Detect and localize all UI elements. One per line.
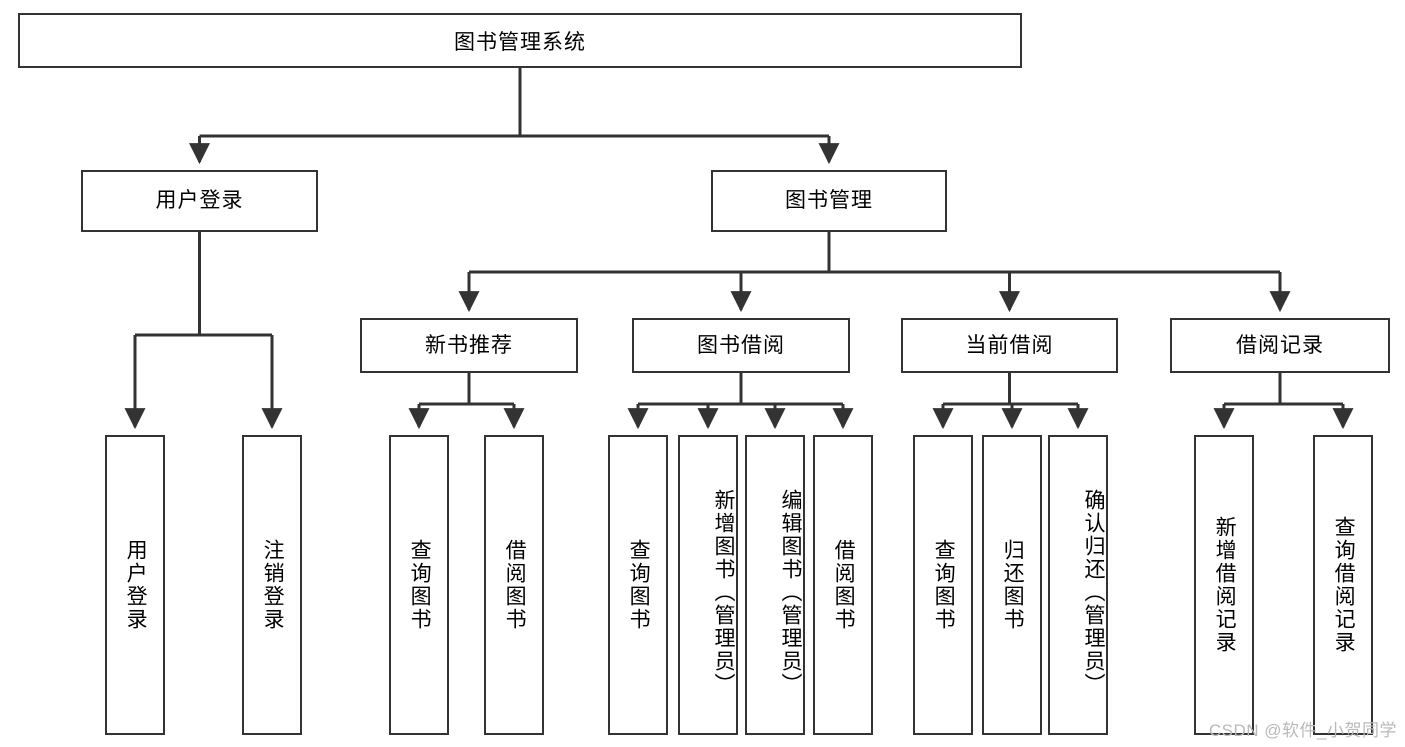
node-leaf-borrow-book-2[interactable]: 借阅图书	[813, 435, 873, 735]
node-leaf-borrow-book-1[interactable]: 借阅图书	[484, 435, 544, 735]
node-book-management-label: 图书管理	[785, 189, 873, 213]
node-leaf-user-login[interactable]: 用户登录	[105, 435, 165, 735]
node-leaf-confirm-return-label: 确认归还（管理员）	[1082, 488, 1105, 696]
node-borrow-record-label: 借阅记录	[1236, 333, 1324, 357]
node-leaf-borrow-book-1-label: 借阅图书	[503, 539, 527, 631]
node-leaf-query-book-1-label: 查询图书	[408, 539, 432, 631]
node-leaf-add-book[interactable]: 新增图书（管理员）	[678, 435, 738, 735]
node-borrow-record[interactable]: 借阅记录	[1170, 318, 1390, 373]
node-leaf-confirm-return[interactable]: 确认归还（管理员）	[1048, 435, 1108, 735]
node-user-login[interactable]: 用户登录	[81, 170, 318, 232]
watermark-text: CSDN @软件_小贺同学	[1208, 721, 1397, 740]
node-leaf-borrow-book-2-label: 借阅图书	[832, 539, 856, 631]
node-leaf-add-book-label: 新增图书（管理员）	[712, 488, 735, 696]
node-book-borrow[interactable]: 图书借阅	[632, 318, 850, 373]
node-new-book-recommend[interactable]: 新书推荐	[360, 318, 578, 373]
node-book-borrow-label: 图书借阅	[697, 333, 785, 357]
node-new-book-recommend-label: 新书推荐	[425, 333, 513, 357]
node-current-borrow-label: 当前借阅	[965, 333, 1054, 357]
node-leaf-logout-label: 注销登录	[261, 539, 285, 631]
node-user-login-label: 用户登录	[155, 189, 244, 213]
node-leaf-add-record-label: 新增借阅记录	[1213, 516, 1237, 654]
node-leaf-edit-book[interactable]: 编辑图书（管理员）	[745, 435, 805, 735]
node-leaf-add-record[interactable]: 新增借阅记录	[1194, 435, 1254, 735]
node-root-label: 图书管理系统	[454, 30, 586, 54]
node-root[interactable]: 图书管理系统	[18, 13, 1022, 68]
node-leaf-user-login-label: 用户登录	[124, 539, 148, 631]
node-leaf-edit-book-label: 编辑图书（管理员）	[779, 488, 802, 696]
node-leaf-query-record-label: 查询借阅记录	[1332, 516, 1356, 654]
node-leaf-return-book-label: 归还图书	[1001, 539, 1025, 631]
node-leaf-query-book-2[interactable]: 查询图书	[608, 435, 668, 735]
node-leaf-return-book[interactable]: 归还图书	[982, 435, 1042, 735]
node-book-management[interactable]: 图书管理	[711, 170, 947, 232]
node-leaf-query-book-1[interactable]: 查询图书	[389, 435, 449, 735]
node-current-borrow[interactable]: 当前借阅	[901, 318, 1118, 373]
node-leaf-query-book-3-label: 查询图书	[932, 539, 956, 631]
node-leaf-query-book-2-label: 查询图书	[627, 539, 651, 631]
node-leaf-logout[interactable]: 注销登录	[242, 435, 302, 735]
node-leaf-query-book-3[interactable]: 查询图书	[913, 435, 973, 735]
node-leaf-query-record[interactable]: 查询借阅记录	[1313, 435, 1373, 735]
